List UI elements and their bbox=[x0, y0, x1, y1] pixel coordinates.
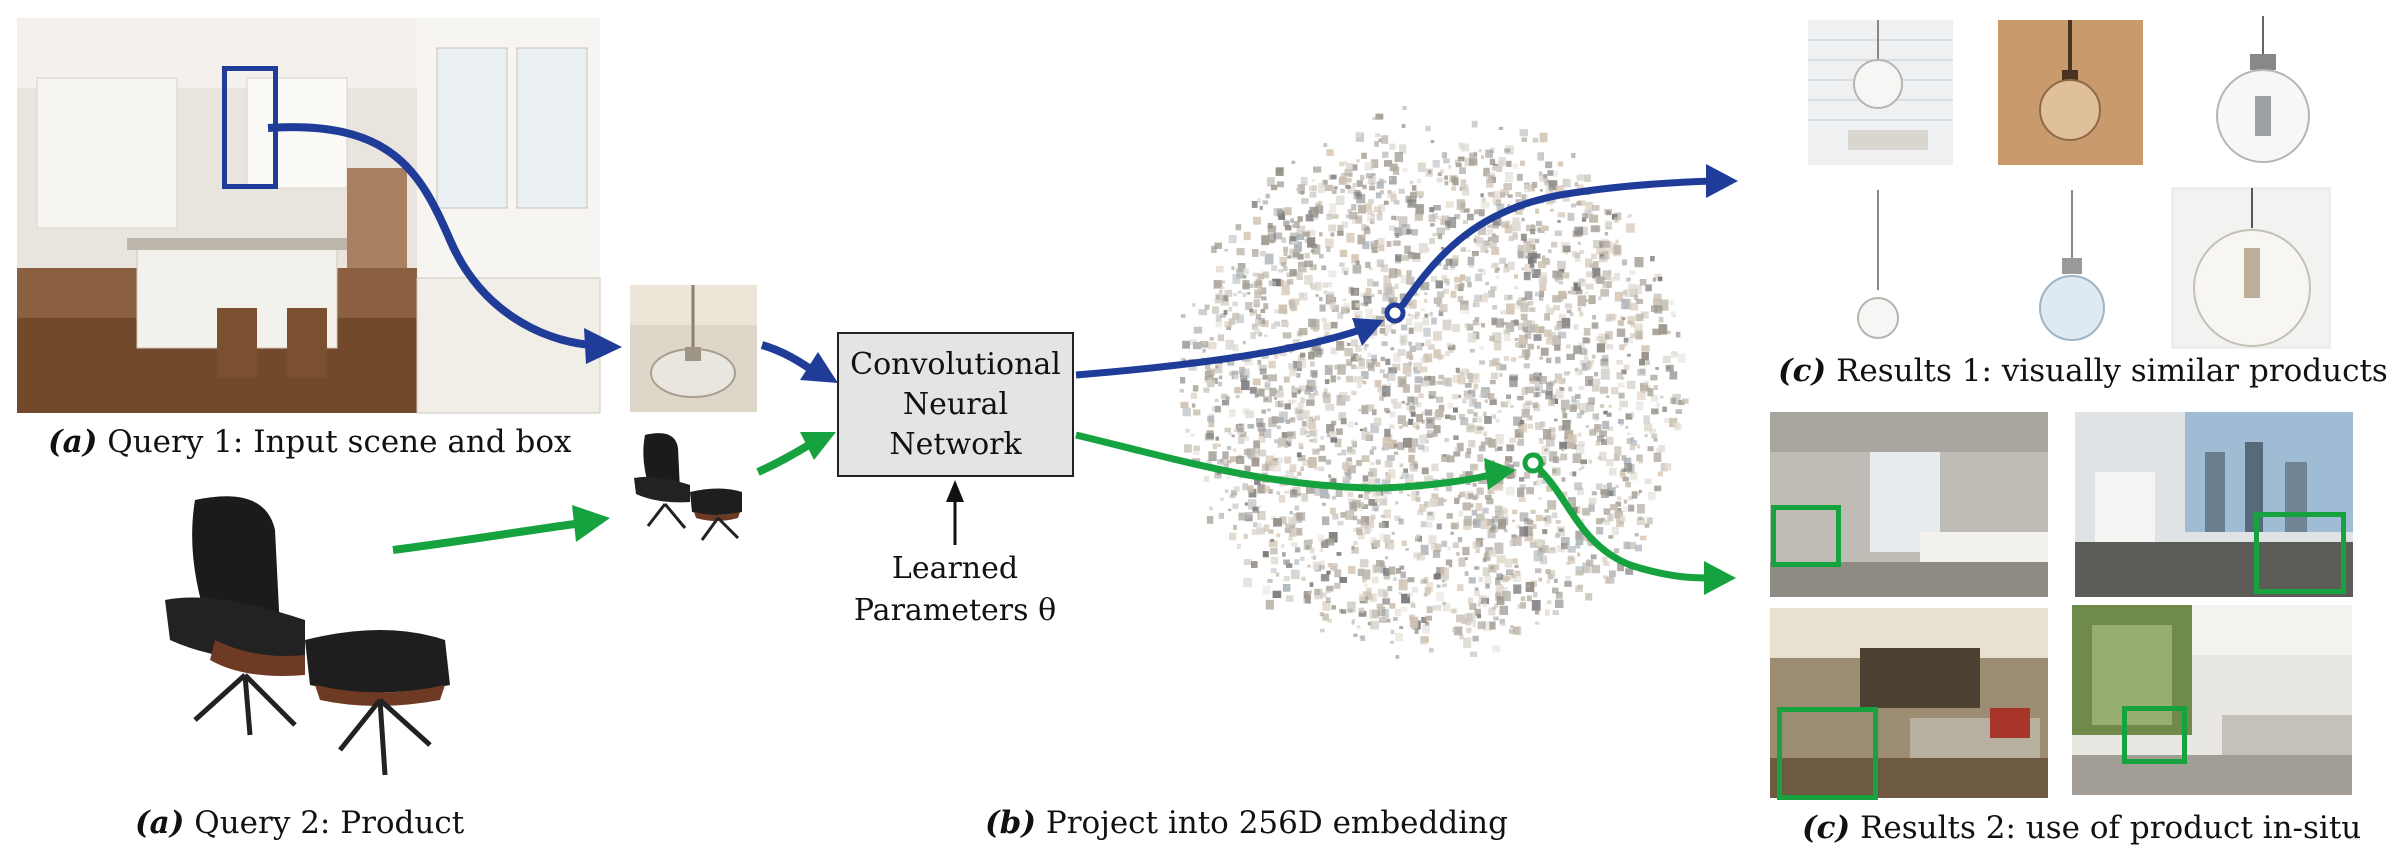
pendant-lamp-crop-photo bbox=[630, 285, 757, 412]
product-highlight-box bbox=[2254, 512, 2346, 594]
product-highlight-box bbox=[1777, 707, 1878, 800]
caption-project: (b) Project into 256D embedding bbox=[985, 808, 1508, 839]
caption-query2-tag: (a) bbox=[135, 805, 185, 841]
cnn-to-embedding-green bbox=[1075, 431, 1491, 492]
caption-results2: (c) Results 2: use of product in-situ bbox=[1802, 813, 2361, 844]
pendant-lamp-result-photo bbox=[2000, 190, 2145, 345]
cnn-label-line1: Convolutional bbox=[850, 346, 1061, 382]
learned-line1: Learned bbox=[891, 551, 1019, 586]
caption-project-text: Project into 256D embedding bbox=[1045, 805, 1508, 841]
cnn-label-line3: Network bbox=[889, 426, 1022, 462]
pendant-lamp-result-photo bbox=[2188, 16, 2338, 166]
caption-query1-tag: (a) bbox=[48, 424, 98, 460]
query1-arrowhead-crop bbox=[584, 328, 622, 364]
learned-line2: Parameters θ bbox=[853, 593, 1057, 628]
pendant-lamp-result-photo bbox=[1808, 20, 1953, 165]
embed-arrowhead-blue bbox=[1352, 318, 1384, 346]
embed-arrowhead-green bbox=[1484, 458, 1516, 490]
embedding-to-results2 bbox=[1537, 467, 1711, 582]
cnn-to-embedding-blue bbox=[1075, 326, 1362, 379]
caption-results1: (c) Results 1: visually similar products bbox=[1778, 356, 2388, 387]
lounge-chair-photo bbox=[155, 490, 460, 785]
caption-query1: (a) Query 1: Input scene and box bbox=[48, 427, 571, 458]
query2-arrow-to-cnn bbox=[756, 438, 816, 476]
cnn-label-line2: Neural bbox=[902, 386, 1009, 422]
caption-query2: (a) Query 2: Product bbox=[135, 808, 464, 839]
caption-results1-tag: (c) bbox=[1778, 353, 1827, 389]
pendant-lamp-result-photo bbox=[1808, 190, 1948, 345]
lounge-chair-crop-photo bbox=[630, 430, 745, 552]
query2-arrow-to-crop bbox=[392, 520, 576, 554]
params-arrowhead bbox=[946, 480, 964, 502]
embedding-point-green bbox=[1522, 452, 1544, 474]
caption-query2-text: Query 2: Product bbox=[194, 805, 465, 841]
caption-query1-text: Query 1: Input scene and box bbox=[107, 424, 572, 460]
pendant-lamp-result-photo bbox=[1998, 20, 2143, 165]
caption-project-tag: (b) bbox=[985, 805, 1037, 841]
learned-parameters-label: Learned Parameters θ bbox=[850, 548, 1060, 632]
room-in-situ-photo bbox=[1770, 608, 2048, 798]
query1-arrow-to-crop bbox=[267, 123, 591, 349]
caption-results2-text: Results 2: use of product in-situ bbox=[1860, 810, 2362, 846]
query1-arrowhead-cnn bbox=[800, 352, 838, 383]
room-in-situ-photo bbox=[2072, 605, 2352, 795]
product-highlight-box bbox=[1771, 505, 1841, 567]
results2-arrowhead bbox=[1704, 561, 1736, 595]
embedding-to-results1 bbox=[1399, 177, 1716, 308]
embedding-point-blue bbox=[1384, 302, 1406, 324]
results1-arrowhead bbox=[1706, 164, 1738, 198]
query2-arrowhead-crop bbox=[572, 505, 610, 542]
kitchen-scene-photo bbox=[17, 18, 601, 414]
caption-results2-tag: (c) bbox=[1802, 810, 1851, 846]
caption-results1-text: Results 1: visually similar products bbox=[1836, 353, 2388, 389]
query1-arrow-to-cnn bbox=[760, 341, 815, 374]
query2-arrowhead-cnn bbox=[800, 432, 836, 460]
product-highlight-box bbox=[2122, 706, 2187, 764]
pendant-lamp-result-photo bbox=[2171, 187, 2331, 349]
cnn-box: Convolutional Neural Network bbox=[837, 332, 1074, 477]
